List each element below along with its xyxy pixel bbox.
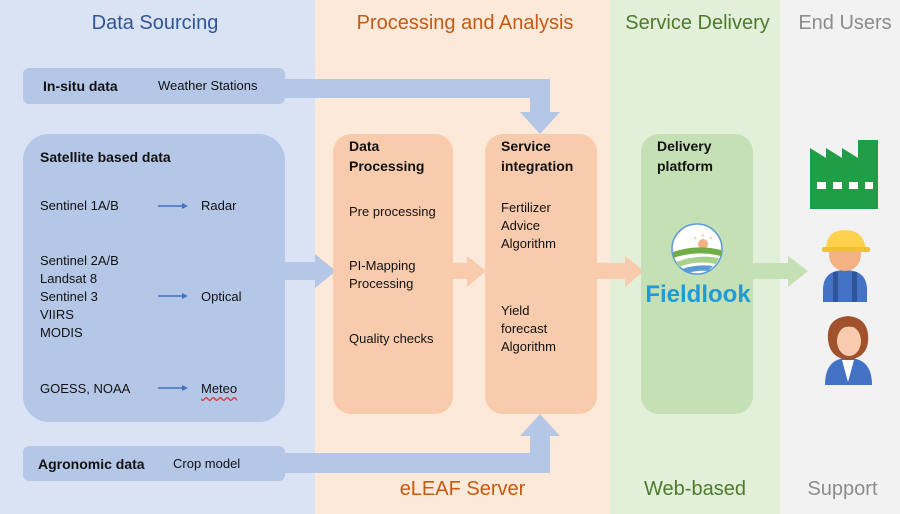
delivery-arrow	[753, 256, 808, 287]
data-processing-title: Data Processing	[349, 138, 425, 174]
agronomic-source: Crop model	[173, 456, 241, 471]
integration-item: Fertilizer Advice Algorithm	[501, 200, 556, 251]
processing-footer: eLEAF Server	[399, 478, 526, 500]
fieldlook-logo-text: Fieldlook	[645, 281, 751, 308]
processing-title: Processing and Analysis	[356, 12, 574, 34]
sourcing-title: Data Sourcing	[91, 12, 219, 34]
service-integration-box	[485, 134, 597, 414]
insitu-label: In-situ data	[43, 78, 118, 94]
satellite-arrow	[285, 254, 336, 288]
users-footer: Support	[807, 478, 878, 500]
data-processing-box	[333, 134, 453, 414]
satellite-row-type: Meteo	[201, 381, 238, 396]
delivery-platform-title: Delivery platform	[657, 138, 713, 174]
satellite-title: Satellite based data	[40, 149, 171, 165]
agronomic-label: Agronomic data	[38, 456, 145, 472]
delivery-title: Service Delivery	[625, 12, 770, 34]
satellite-row-sources: Sentinel 1A/B	[40, 198, 119, 213]
satellite-row-sources: GOESS, NOAA	[40, 381, 131, 396]
insitu-box	[23, 68, 285, 104]
integration-arrow	[597, 256, 644, 287]
agronomic-box	[23, 446, 285, 481]
integration-item: Yield forecast Algorithm	[501, 303, 556, 354]
satellite-row-type: Optical	[201, 289, 242, 304]
processing-step: PI-Mapping Processing	[349, 258, 416, 291]
processing-step: Quality checks	[349, 331, 434, 346]
satellite-box	[23, 134, 285, 422]
delivery-footer: Web-based	[644, 478, 746, 500]
users-title: End Users	[798, 12, 892, 34]
processing-step: Pre processing	[349, 204, 436, 219]
service-integration-title: Service integration	[501, 138, 574, 174]
insitu-arrow	[285, 79, 560, 134]
processing-arrow	[452, 256, 486, 287]
agronomic-arrow	[285, 414, 560, 473]
satellite-row-sources: Sentinel 2A/B Landsat 8 Sentinel 3 VIIRS…	[40, 253, 119, 340]
insitu-source: Weather Stations	[158, 78, 258, 93]
satellite-row-type: Radar	[201, 198, 237, 213]
